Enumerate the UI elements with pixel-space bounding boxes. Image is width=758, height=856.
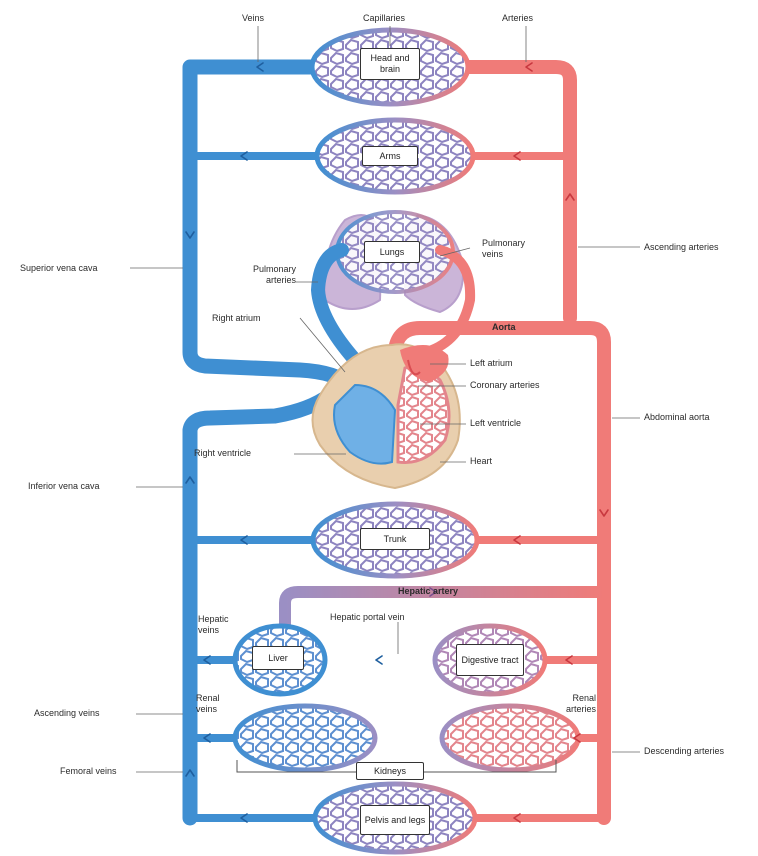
arteries-label: Arteries	[502, 13, 534, 23]
left-atrium-label: Left atrium	[470, 358, 513, 368]
vessels	[182, 59, 611, 826]
aorta-label: Aorta	[492, 322, 516, 332]
kidneys-box: Kidneys	[356, 762, 424, 780]
hepatic-veins-label: Hepatic veins	[198, 614, 229, 635]
hepatic-portal-vein-label: Hepatic portal vein	[330, 612, 405, 622]
renal-veins-label: Renal veins	[196, 693, 220, 714]
hepatic-artery-vessel	[279, 586, 604, 650]
capillaries-label: Capillaries	[363, 13, 406, 23]
hepatic-artery-label: Hepatic artery	[398, 586, 459, 596]
liver-box: Liver	[252, 646, 304, 670]
digestive-tract-box: Digestive tract	[456, 644, 524, 676]
abdominal-aorta-label: Abdominal aorta	[644, 412, 710, 422]
veins-label: Veins	[242, 13, 265, 23]
trunk-box: Trunk	[360, 528, 430, 550]
pulmonary-veins-label: Pulmonary veins	[482, 238, 526, 259]
left-ventricle-label: Left ventricle	[470, 418, 522, 428]
kidney-left-capillaries	[232, 703, 378, 773]
abdominal-aorta-vessel	[388, 321, 611, 825]
pulmonary-arteries-label: Pulmonary arteries	[252, 264, 296, 285]
coronary-arteries-label: Coronary arteries	[470, 380, 540, 390]
ascending-veins-label: Ascending veins	[34, 708, 100, 718]
leader-lines	[130, 26, 640, 773]
inferior-vena-cava-label: Inferior vena cava	[28, 481, 100, 491]
pelvis-legs-box: Pelvis and legs	[360, 805, 430, 835]
right-ventricle-label: Right ventricle	[194, 448, 252, 458]
ascending-arteries-label: Ascending arteries	[644, 242, 719, 252]
superior-vena-cava-label: Superior vena cava	[20, 263, 98, 273]
ascending-arteries-vessel	[453, 60, 577, 325]
right-atrium-label: Right atrium	[212, 313, 261, 323]
kidney-right-capillaries	[439, 703, 581, 773]
flow-arrows	[185, 62, 609, 823]
arms-box: Arms	[362, 146, 418, 166]
renal-arteries-label: Renal arteries	[565, 693, 596, 714]
lungs-box: Lungs	[364, 241, 420, 263]
head-brain-box: Head and brain	[360, 48, 420, 80]
heart-illustration	[311, 343, 461, 490]
pulmonary-vein-vessel	[427, 245, 476, 355]
femoral-veins-label: Femoral veins	[60, 766, 117, 776]
heart-label: Heart	[470, 456, 493, 466]
descending-arteries-label: Descending arteries	[644, 746, 725, 756]
